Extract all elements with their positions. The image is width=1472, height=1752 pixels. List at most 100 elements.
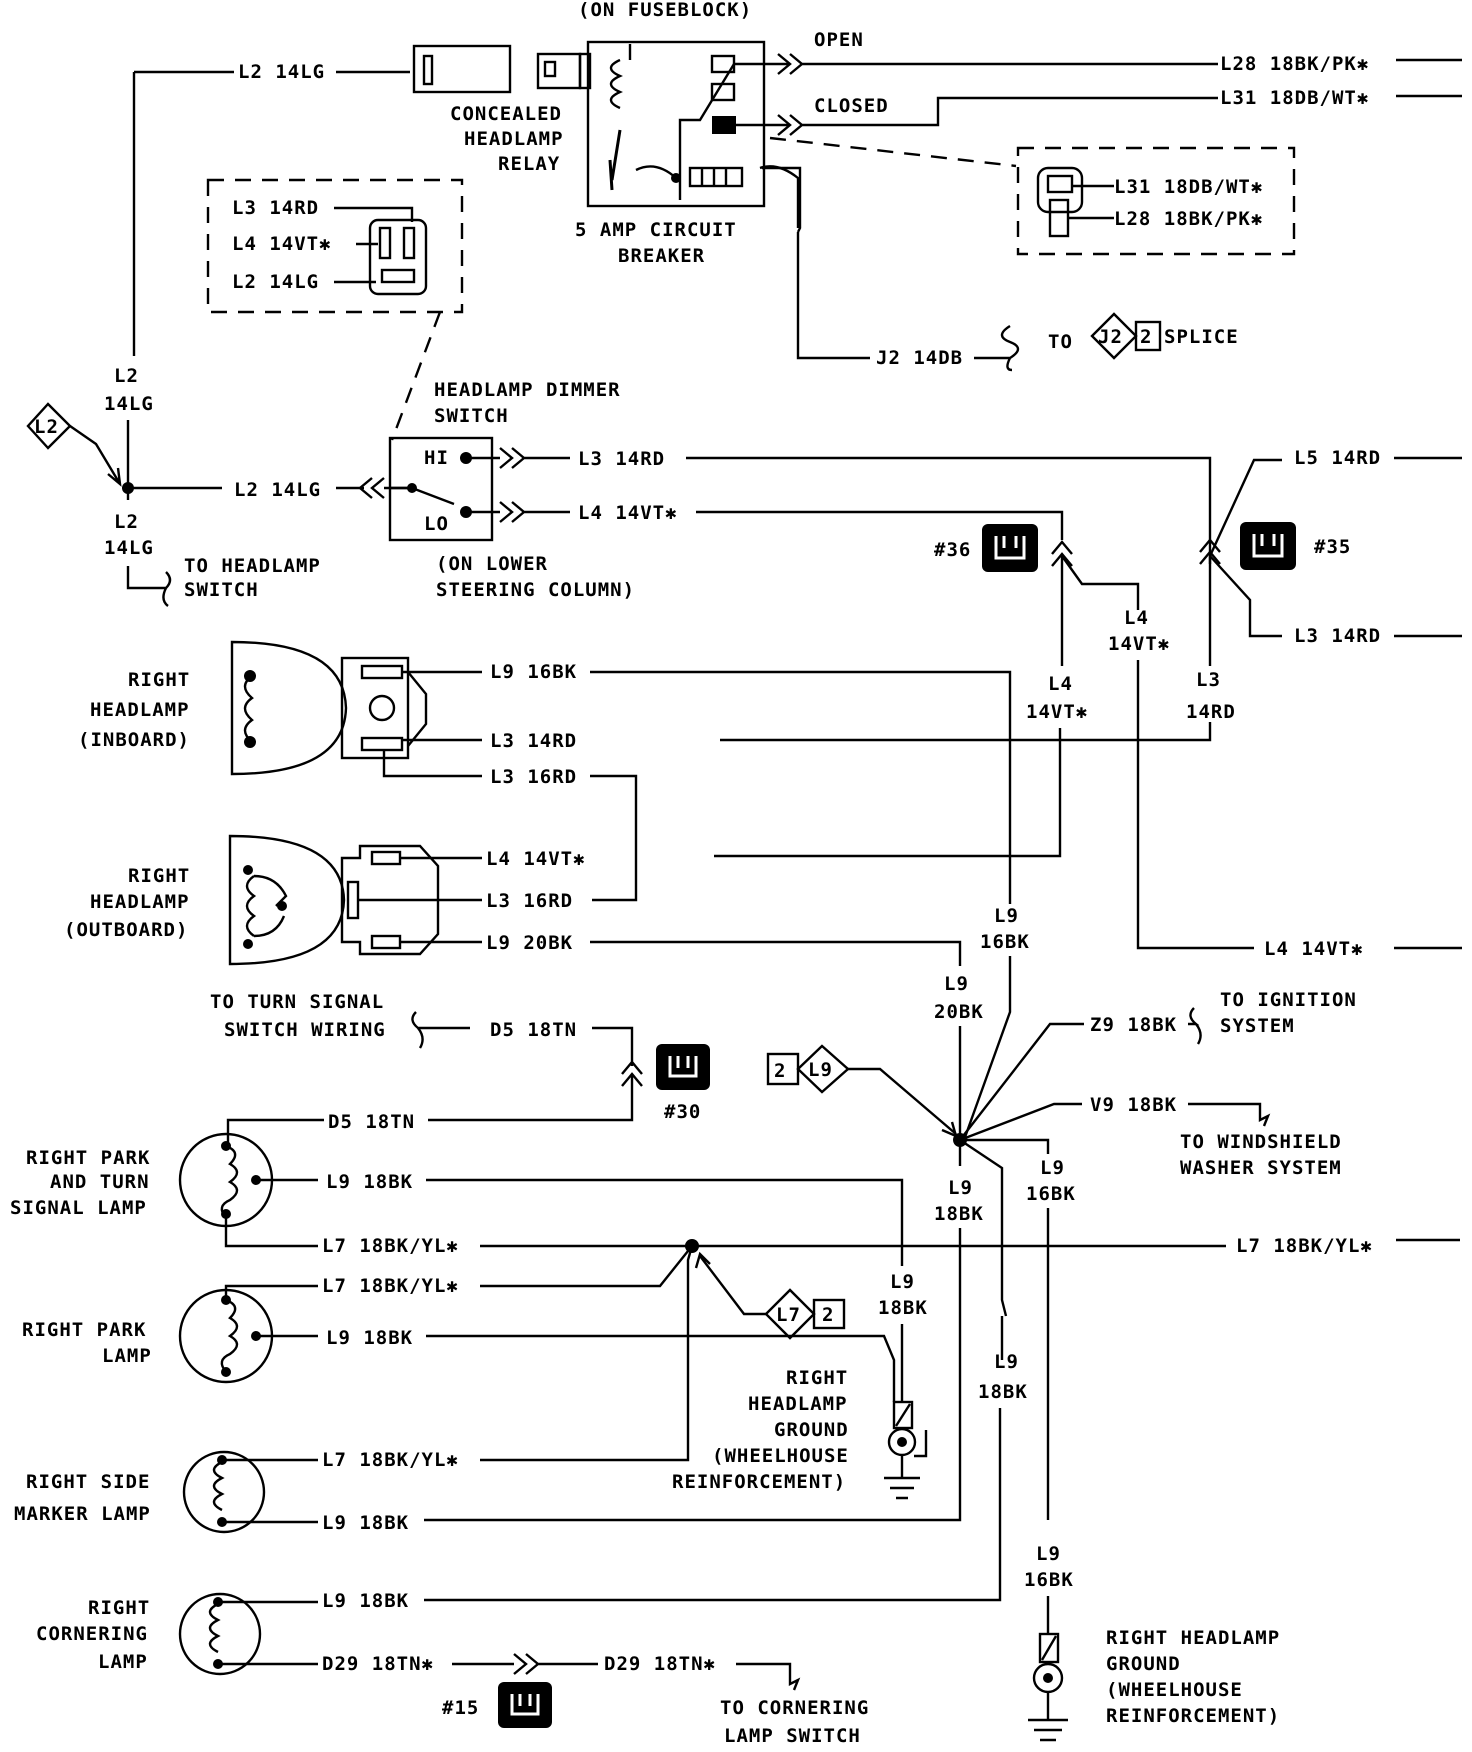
rpt-label-3: SIGNAL LAMP — [10, 1197, 147, 1219]
connector-35-label: #35 — [1314, 536, 1351, 558]
v-l9-18bk-2a: L9 — [948, 1177, 973, 1199]
rpt-label-1: RIGHT PARK — [26, 1147, 150, 1169]
v-l9-18bk-2b: 18BK — [934, 1203, 984, 1225]
wire-d29-a-label: D29 18TN✱ — [322, 1653, 434, 1675]
dimmer-label-2: SWITCH — [434, 405, 509, 427]
l9-splice-label: L9 — [808, 1059, 833, 1081]
right-headlamp-ground-2: RIGHT HEADLAMP GROUND (WHEELHOUSE REINFO… — [1028, 1627, 1280, 1742]
gnd2-label-4: REINFORCEMENT) — [1106, 1705, 1280, 1727]
gnd1-label-1: RIGHT — [786, 1367, 848, 1389]
wire-l3-b-label: L3 14RD — [490, 730, 577, 752]
j2-splice-num: 2 — [1140, 326, 1152, 348]
v-l9-16bk-1a: L9 — [1040, 1157, 1065, 1179]
turn-label-2: SWITCH WIRING — [224, 1019, 386, 1041]
open-wire — [734, 53, 1218, 75]
wire-l9-18bk-d-label: L9 18BK — [322, 1590, 409, 1612]
relay-connector-detail: L31 18DB/WT✱ L28 18BK/PK✱ — [1016, 146, 1296, 256]
rpt-label-2: AND TURN — [50, 1171, 150, 1193]
l4-v2a: L4 — [1124, 607, 1149, 629]
circuit-breaker-terminal — [688, 166, 744, 188]
dimmer-hi: HI — [424, 447, 449, 469]
v-l9-16bk-2a: L9 — [1036, 1543, 1061, 1565]
l7-splice-label: L7 — [776, 1304, 801, 1326]
wire-l7-b-label: L7 18BK/YL✱ — [322, 1275, 459, 1297]
wire-l2-top-label: L2 14LG — [238, 61, 325, 83]
closed-label: CLOSED — [814, 95, 889, 117]
dimmer-connector-detail: L3 14RD L4 14VT✱ L2 14LG — [206, 178, 464, 314]
l9-16bk-vb: 16BK — [980, 931, 1030, 953]
right-headlamp-ground-1: RIGHT HEADLAMP GROUND (WHEELHOUSE REINFO… — [672, 1367, 928, 1500]
wire-l3-right-label: L3 14RD — [1294, 625, 1381, 647]
steering-label-2: STEERING COLUMN) — [436, 579, 635, 601]
rhi-label-1: RIGHT — [128, 669, 190, 691]
gnd2-label-1: RIGHT HEADLAMP — [1106, 1627, 1280, 1649]
rhi-label-3: (INBOARD) — [78, 729, 190, 751]
gnd1-label-3: GROUND — [774, 1419, 849, 1441]
l3-vb: 14RD — [1186, 701, 1236, 723]
to-label: TO — [1048, 331, 1073, 353]
wire-l2-mid-label: L2 14LG — [234, 479, 321, 501]
v-l9-16bk-1b: 16BK — [1026, 1183, 1076, 1205]
l2-left-c: L2 — [114, 511, 139, 533]
l9-20bk-va: L9 — [944, 973, 969, 995]
l4-v1a: L4 — [1048, 673, 1073, 695]
wire-l5-label: L5 14RD — [1294, 447, 1381, 469]
relay-coil — [609, 58, 623, 110]
relay-label-3: RELAY — [498, 153, 560, 175]
concealed-headlamp-relay: (ON FUSEBLOCK) CONCEALED HEADLAMP RELAY … — [412, 0, 766, 267]
connector-30-label: #30 — [664, 1101, 701, 1123]
l2-left-a: L2 — [114, 365, 139, 387]
breaker-label-1: 5 AMP CIRCUIT — [575, 219, 737, 241]
rho-label-3: (OUTBOARD) — [64, 919, 188, 941]
rsm-label-2: MARKER LAMP — [14, 1503, 151, 1525]
v-l9-18bk-1b: 18BK — [878, 1297, 928, 1319]
open-label: OPEN — [814, 29, 864, 51]
gnd1-label-5: REINFORCEMENT) — [672, 1471, 846, 1493]
right-side-marker-lamp: RIGHT SIDE MARKER LAMP — [14, 1450, 266, 1534]
v-l9-18bk-1a: L9 — [890, 1271, 915, 1293]
wire-l28-label: L28 18BK/PK✱ — [1220, 53, 1369, 75]
rc-label-3: LAMP — [98, 1651, 148, 1673]
wire-l4-top-label: L4 14VT✱ — [578, 502, 678, 524]
wire-v9-label: V9 18BK — [1090, 1094, 1177, 1116]
wire-l7-right-label: L7 18BK/YL✱ — [1236, 1235, 1373, 1257]
wire-l7-c-label: L7 18BK/YL✱ — [322, 1449, 459, 1471]
l2-left-d: 14LG — [104, 537, 154, 559]
wire-l7-a-label: L7 18BK/YL✱ — [322, 1235, 459, 1257]
right-cornering-lamp: RIGHT CORNERING LAMP — [36, 1592, 262, 1676]
v-l9-18bk-3a: L9 — [994, 1351, 1019, 1373]
wire-d5-b-label: D5 18TN — [328, 1111, 415, 1133]
dimmer-label-1: HEADLAMP DIMMER — [434, 379, 621, 401]
connector-30-icon — [656, 1044, 710, 1090]
breaker-label-2: BREAKER — [618, 245, 705, 267]
wire-l9-18bk-a-label: L9 18BK — [326, 1171, 413, 1193]
rp-label-1: RIGHT PARK — [22, 1319, 146, 1341]
l2-splice-diamond — [26, 402, 72, 450]
rc-label-2: CORNERING — [36, 1623, 148, 1645]
l4-v1b: 14VT✱ — [1026, 701, 1088, 723]
connector-36-icon — [982, 524, 1038, 572]
rp-label-2: LAMP — [102, 1345, 152, 1367]
dimmer-lo: LO — [424, 513, 449, 535]
v-l9-18bk-3b: 18BK — [978, 1381, 1028, 1403]
gnd1-label-4: (WHEELHOUSE — [712, 1445, 849, 1467]
rhi-label-2: HEADLAMP — [90, 699, 190, 721]
wire-z9-label: Z9 18BK — [1090, 1014, 1177, 1036]
splice-label: SPLICE — [1164, 326, 1239, 348]
box-l4-label: L4 14VT✱ — [232, 233, 332, 255]
closed-wire — [736, 96, 1218, 136]
wire-l4-b-label: L4 14VT✱ — [486, 848, 586, 870]
wire-l3-16rd-b-label: L3 16RD — [486, 890, 573, 912]
corner-sw-label-1: TO CORNERING — [720, 1697, 869, 1719]
wire-l4-right-label: L4 14VT✱ — [1264, 938, 1364, 960]
wire-l3-16rd-a-label: L3 16RD — [490, 766, 577, 788]
right-park-turn-signal-lamp: RIGHT PARK AND TURN SIGNAL LAMP — [10, 1132, 274, 1228]
gnd2-label-2: GROUND — [1106, 1653, 1181, 1675]
wire-d29-b-label: D29 18TN✱ — [604, 1653, 716, 1675]
l9-splice-num: 2 — [774, 1060, 786, 1082]
wire-d5-a-label: D5 18TN — [490, 1019, 577, 1041]
to-headlamp-2: SWITCH — [184, 579, 259, 601]
connector-15-label: #15 — [442, 1697, 479, 1719]
wash-label-2: WASHER SYSTEM — [1180, 1157, 1342, 1179]
